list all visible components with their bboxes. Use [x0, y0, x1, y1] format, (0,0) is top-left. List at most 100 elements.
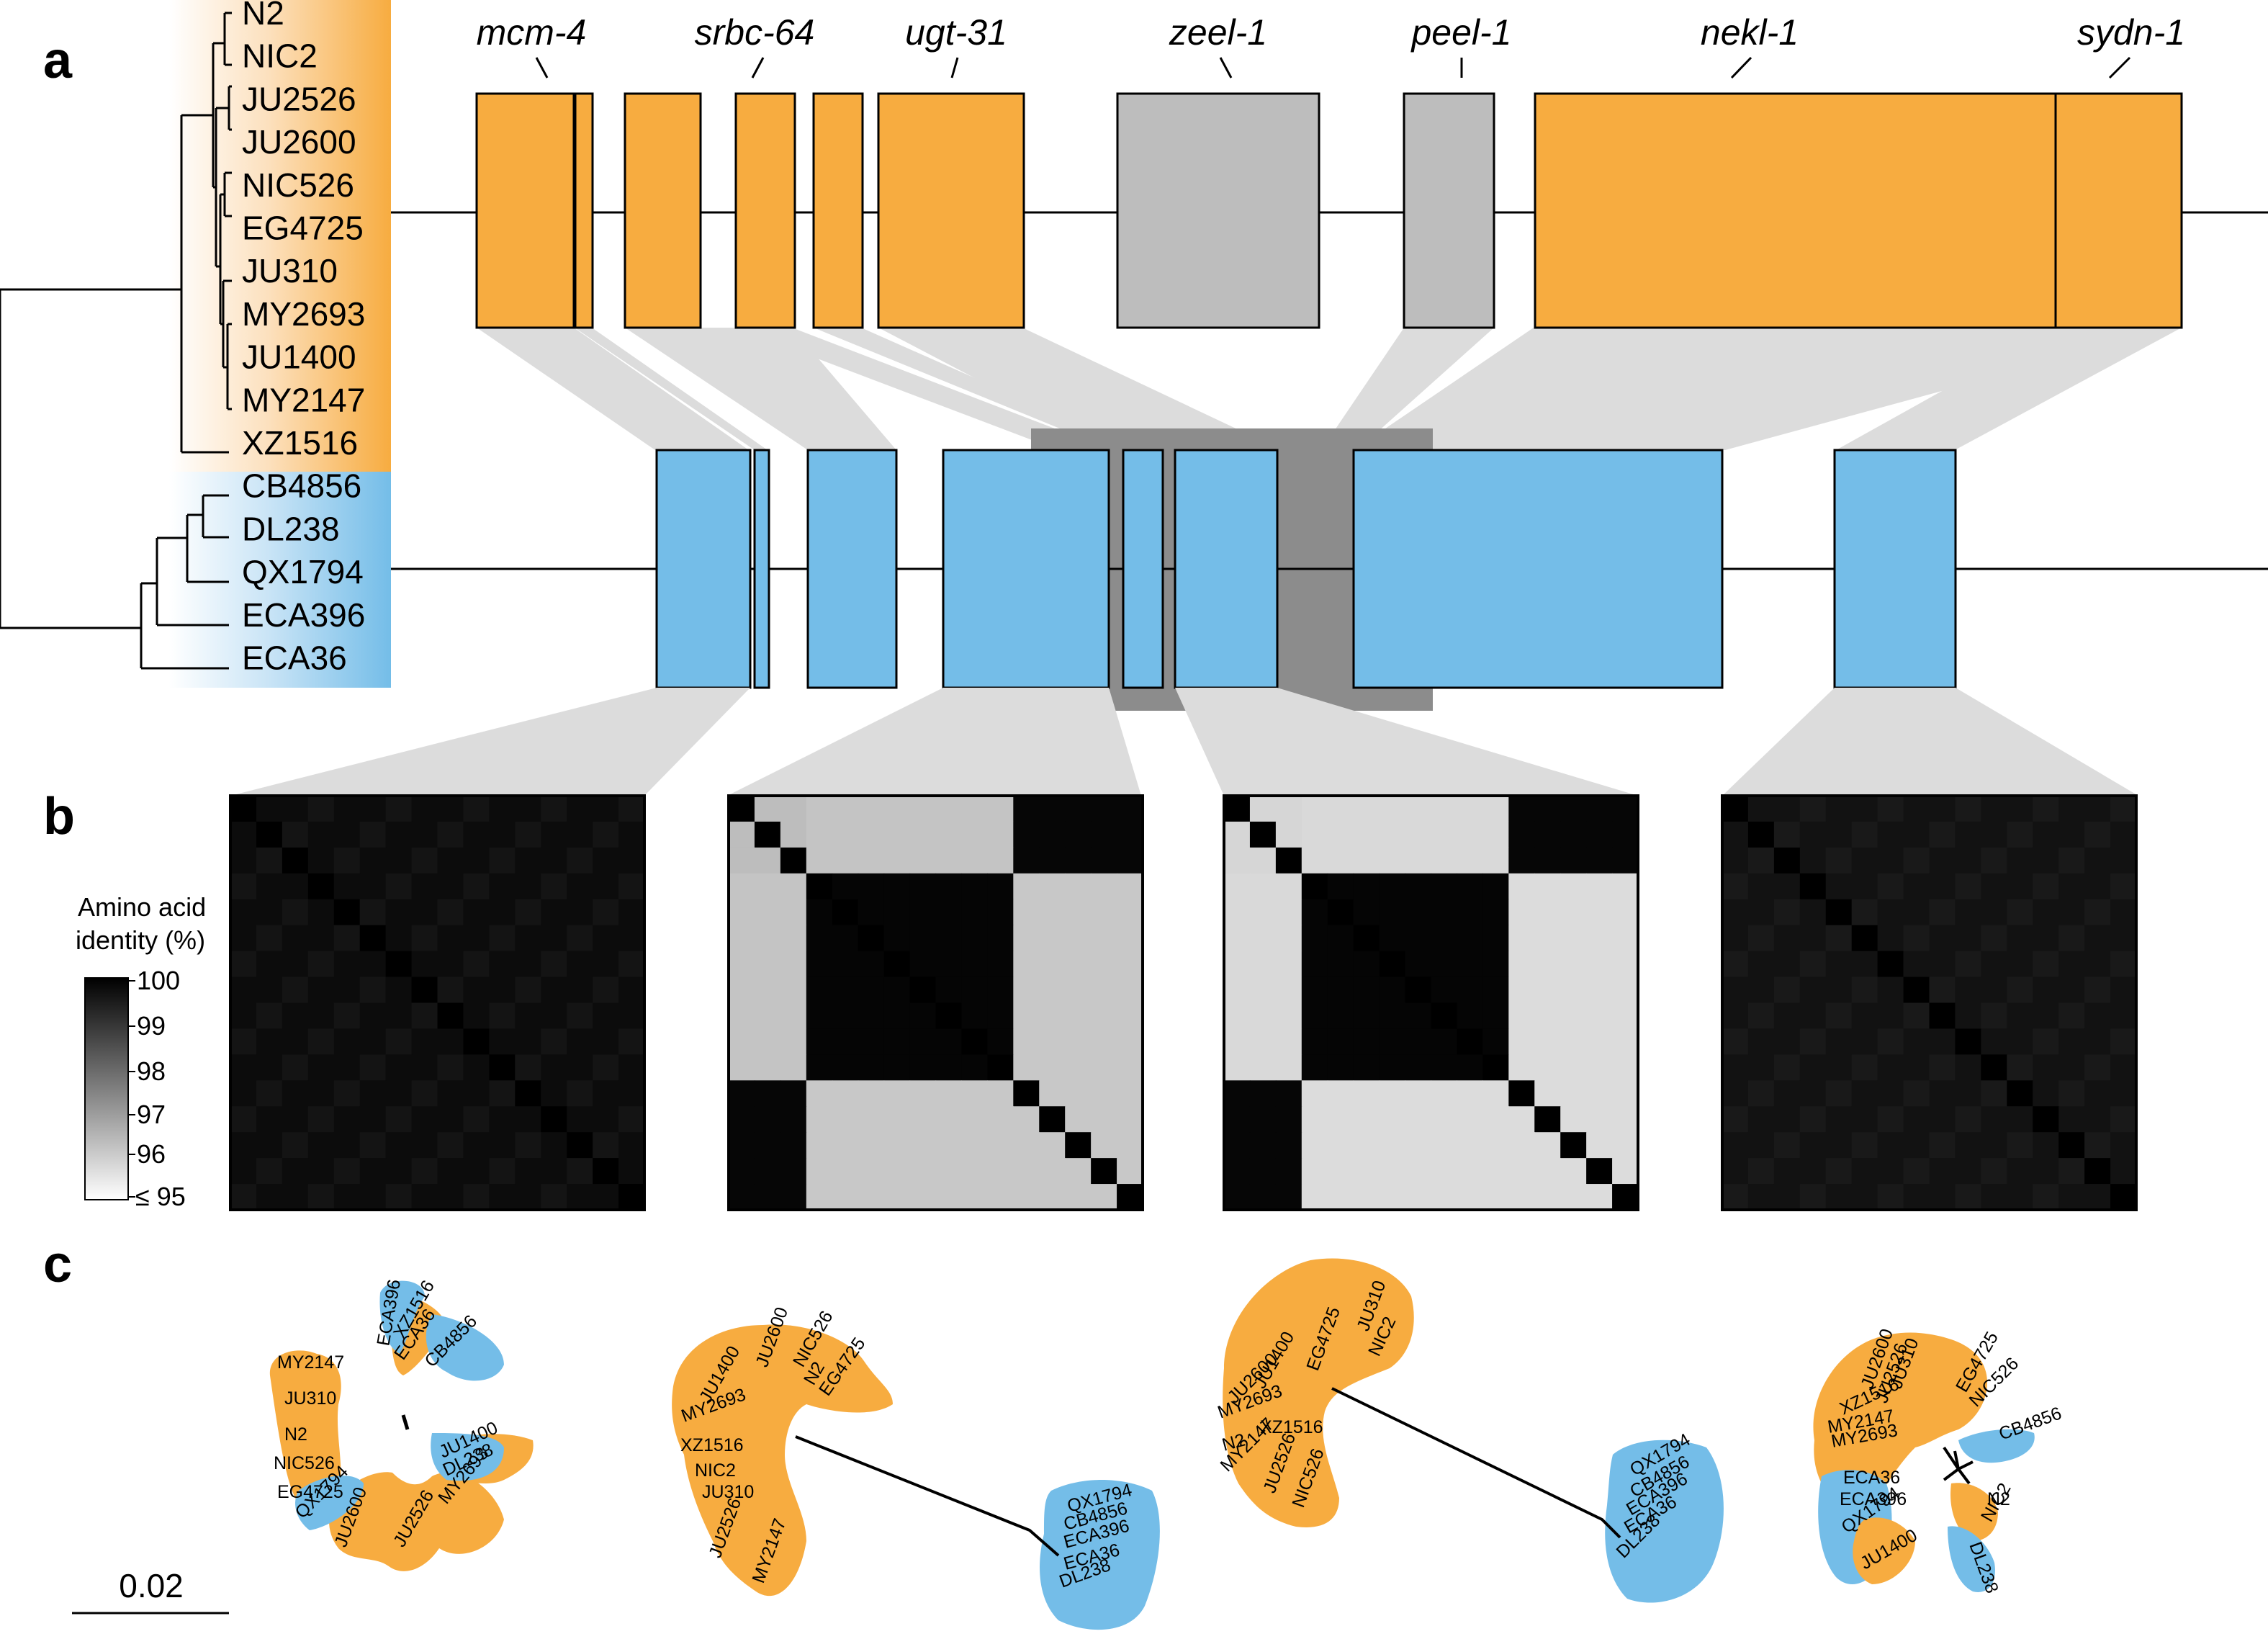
heatmap-cell — [1534, 1158, 1561, 1185]
heatmap-cell — [935, 821, 963, 848]
colorbar-tick-96: 96 — [137, 1139, 166, 1169]
heatmap-cell — [1405, 1054, 1432, 1081]
heatmap-cell — [230, 1054, 257, 1081]
tree4-orange-blob — [1950, 1483, 1998, 1541]
heatmap-cell — [1877, 821, 1904, 848]
heatmap-cell — [1039, 925, 1066, 952]
heatmap-cell — [754, 1184, 781, 1211]
tree4-orange-blob — [1853, 1517, 1915, 1584]
heatmap-cell — [1405, 873, 1432, 900]
heatmap-cell — [1457, 976, 1483, 1004]
heatmap-cell — [2033, 847, 2059, 874]
heatmap-cell — [2110, 1106, 2137, 1133]
top-gene-box — [574, 92, 594, 329]
heatmap-cell — [1851, 976, 1878, 1004]
heatmap-cell — [411, 873, 438, 900]
heatmap-cell — [832, 925, 859, 952]
heatmap-cell — [1117, 796, 1143, 822]
heatmap-cell — [1981, 847, 2007, 874]
heatmap-cell — [1353, 951, 1380, 978]
heatmap-cell — [282, 1106, 309, 1133]
heatmap-cell — [806, 1002, 833, 1030]
heatmap-cell — [2033, 1054, 2059, 1081]
heatmap-cell — [463, 1158, 490, 1185]
heatmap-cell — [1249, 925, 1277, 952]
heatmap-cell — [541, 1184, 567, 1211]
heatmap-cell — [1773, 847, 1801, 874]
heatmap-cell — [1560, 976, 1587, 1004]
heatmap-cell — [1612, 1054, 1639, 1081]
heatmap-cell — [1877, 1002, 1904, 1030]
heatmap-cell — [1457, 925, 1483, 952]
heatmap-cell — [1405, 899, 1432, 926]
strain-label: CB4856 — [242, 467, 361, 505]
heatmap-cell — [806, 1158, 833, 1185]
heatmap-cell — [2033, 1002, 2059, 1030]
heatmap-cell — [1117, 1002, 1143, 1030]
heatmap-cell — [1586, 1080, 1613, 1107]
heatmap-cell — [515, 1158, 541, 1185]
heatmap-cell — [359, 1184, 387, 1211]
heatmap-cell — [1482, 1132, 1509, 1159]
heatmap-cell — [1612, 1184, 1639, 1211]
heatmap-cell — [1301, 899, 1328, 926]
heatmap-cell — [1799, 1106, 1827, 1133]
heatmap-cell — [1275, 873, 1302, 900]
heatmap-cell — [1457, 1106, 1483, 1133]
heatmap-cell — [806, 796, 833, 822]
heatmap-cell — [541, 821, 567, 848]
heatmap-cell — [541, 1132, 567, 1159]
heatmap-cell — [883, 1080, 911, 1107]
heatmap-cell — [2007, 1080, 2033, 1107]
heatmap-cell — [1981, 1054, 2007, 1081]
heatmap-cell — [935, 1184, 963, 1211]
heatmap-cell — [282, 1054, 309, 1081]
heatmap-cell — [1825, 1028, 1853, 1055]
heatmap-cell — [1301, 1106, 1328, 1133]
heatmap-cell — [754, 821, 781, 848]
heatmap-cell — [1612, 1158, 1639, 1185]
heatmap-cell — [359, 1002, 387, 1030]
heatmap-cell — [1405, 951, 1432, 978]
heatmap-cell — [1039, 873, 1066, 900]
heatmap-cell — [2033, 796, 2059, 822]
heatmap-cell — [1065, 1158, 1092, 1185]
heatmap-cell — [1275, 1028, 1302, 1055]
heatmap-cell — [1275, 1080, 1302, 1107]
heatmap-cell — [1747, 1158, 1775, 1185]
heatmap-cell — [359, 976, 387, 1004]
heatmap-cell — [437, 1158, 464, 1185]
heatmap-cell — [385, 1054, 413, 1081]
heatmap-cell — [1301, 951, 1328, 978]
heatmap-cell — [1013, 821, 1040, 848]
heatmap-cell — [1249, 899, 1277, 926]
heatmap-cell — [1327, 1054, 1354, 1081]
heatmap-cell — [2084, 821, 2111, 848]
heatmap-cell — [1508, 1080, 1535, 1107]
heatmap-cell — [1431, 1132, 1458, 1159]
heatmap-cell — [1327, 847, 1354, 874]
heatmap-cell — [1327, 1184, 1354, 1211]
heatmap-cell — [1224, 976, 1251, 1004]
heatmap-cell — [1722, 951, 1749, 978]
heatmap-cell — [1929, 1080, 1956, 1107]
heatmap-cell — [2110, 1184, 2137, 1211]
heatmap-cell — [1877, 1054, 1904, 1081]
heatmap-cell — [2033, 1158, 2059, 1185]
heatmap-cell — [1327, 1132, 1354, 1159]
tree4-star-branches — [1943, 1446, 1974, 1485]
heatmap-cell — [1612, 873, 1639, 900]
heatmap-cell — [754, 899, 781, 926]
heatmap-cell — [618, 1184, 645, 1211]
heatmap-cell — [515, 796, 541, 822]
heatmap-cell — [515, 1184, 541, 1211]
heatmap-cell — [909, 1002, 937, 1030]
heatmap-cell — [1903, 976, 1930, 1004]
heatmap-cell — [780, 1002, 807, 1030]
heatmap-cell — [515, 976, 541, 1004]
heatmap-cell — [1405, 925, 1432, 952]
heatmap-cell — [1482, 1184, 1509, 1211]
heatmap-cell — [1275, 1132, 1302, 1159]
tree1-stem — [401, 1414, 410, 1430]
heatmap-cell — [2084, 1054, 2111, 1081]
